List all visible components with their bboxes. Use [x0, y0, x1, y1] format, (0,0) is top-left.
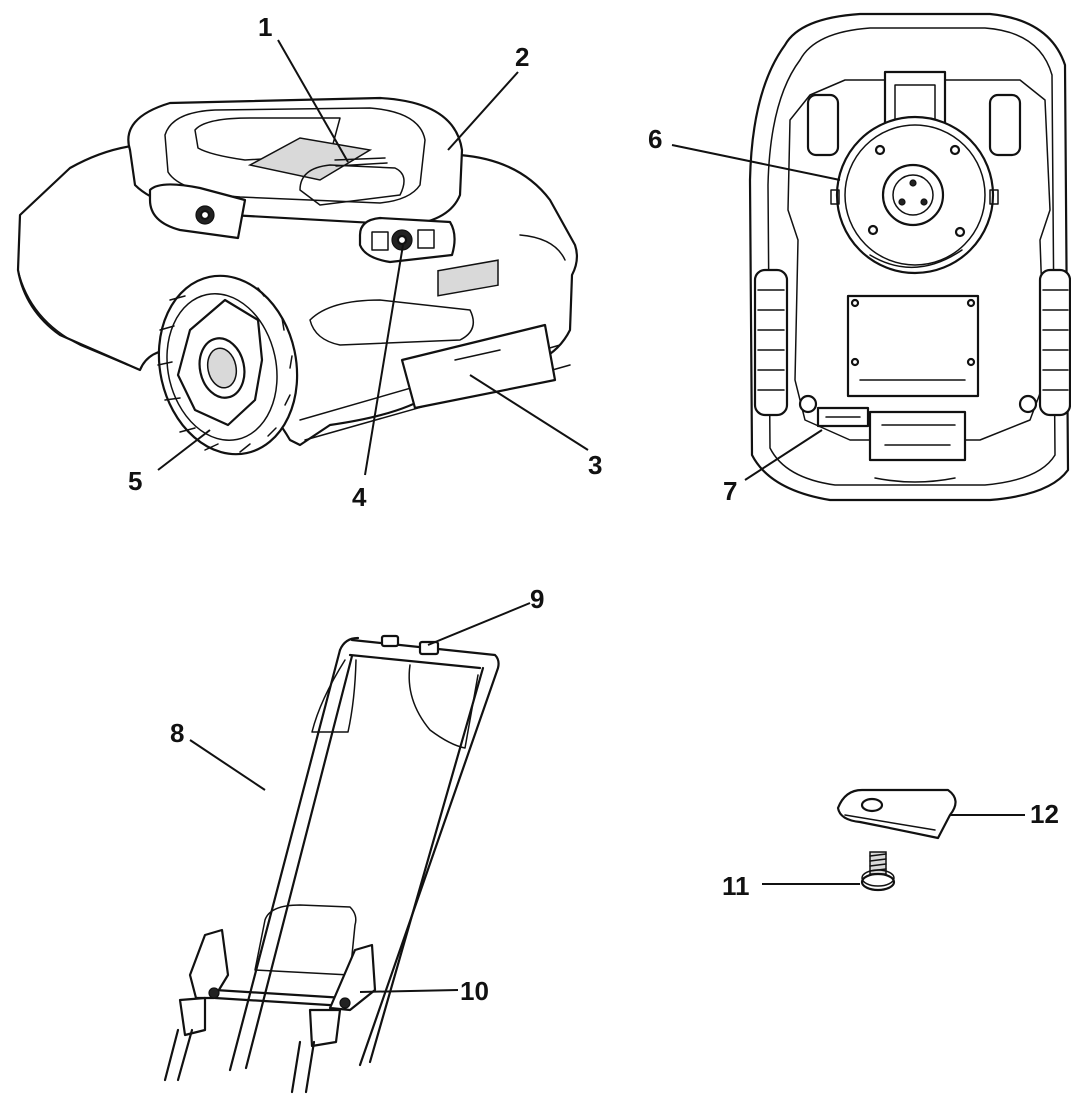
- callout-3: 3: [588, 450, 602, 480]
- mower-underside-view: [748, 12, 1071, 502]
- callout-9: 9: [530, 584, 544, 614]
- callout-4: 4: [352, 482, 367, 512]
- callout-12: 12: [1030, 799, 1059, 829]
- callout-6: 6: [648, 124, 662, 154]
- callout-7: 7: [723, 476, 737, 506]
- leader-lines: [157, 39, 1025, 993]
- callout-1: 1: [258, 12, 272, 42]
- callout-11: 11: [722, 871, 750, 901]
- callout-10: 10: [460, 976, 489, 1006]
- callout-5: 5: [128, 466, 142, 496]
- callout-2: 2: [515, 42, 529, 72]
- blade-and-screw: [836, 788, 957, 892]
- carry-handle: [163, 634, 500, 1094]
- callout-8: 8: [170, 718, 184, 748]
- mower-perspective-view: [16, 96, 579, 456]
- callout-labels: 1 2 3 4 5 6 7 8 9 10 11 12: [128, 12, 1059, 1006]
